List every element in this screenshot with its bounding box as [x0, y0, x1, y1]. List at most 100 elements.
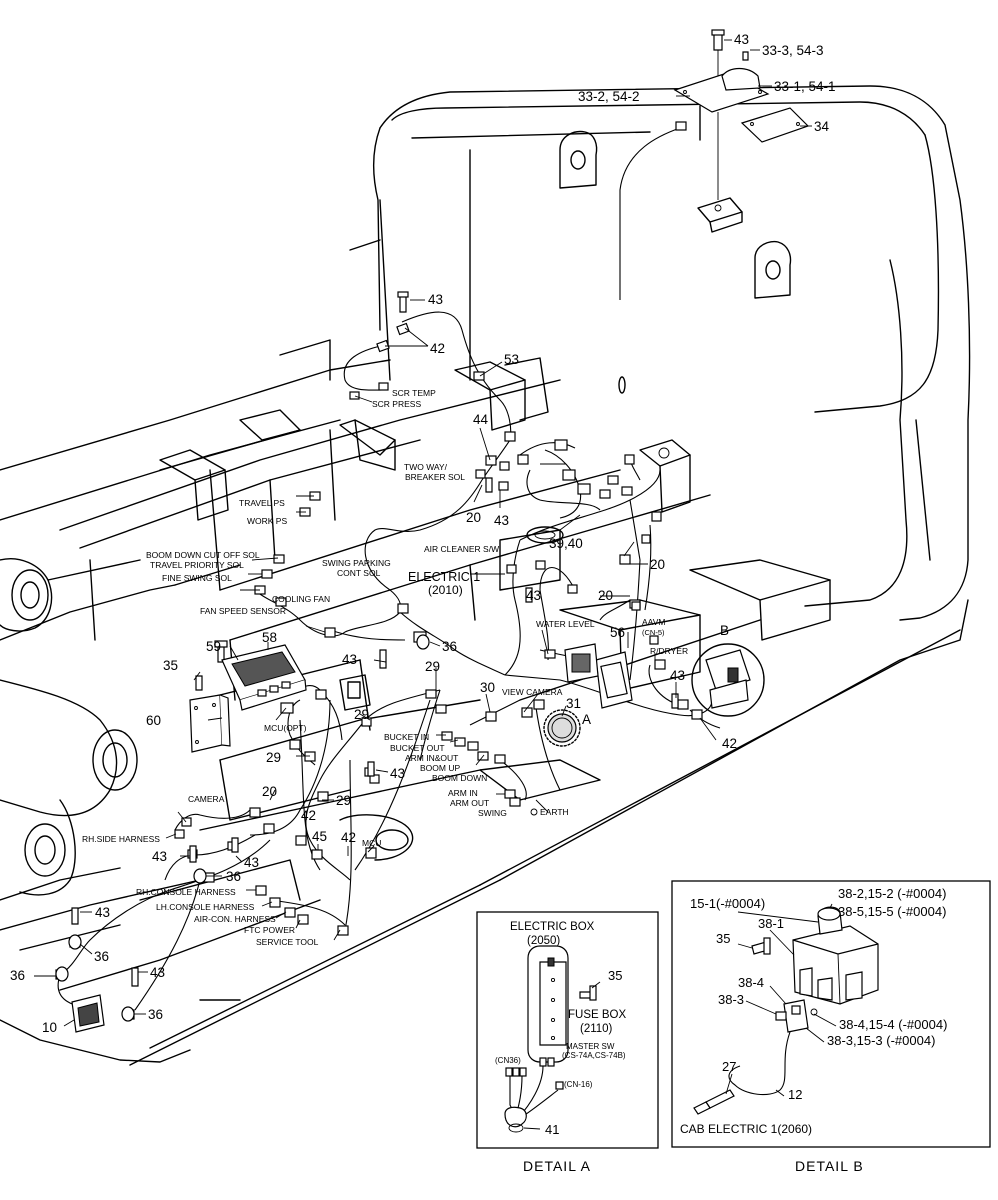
- label-rh-console-harness: RH.CONSOLE HARNESS: [136, 887, 236, 897]
- detail-a-circle: [543, 709, 581, 747]
- callout-43: 43: [734, 32, 749, 47]
- callout-53: 53: [504, 352, 519, 367]
- label-aavm-cn: (CN-5): [642, 628, 665, 637]
- detail-b-38-4: 38-4: [738, 975, 764, 990]
- callout-43: 43: [390, 766, 405, 781]
- callout-58: 58: [262, 630, 277, 645]
- label-detail-b-marker: B: [720, 623, 729, 638]
- roof-plate-assembly: [673, 50, 810, 200]
- label-lh-console-harness: LH.CONSOLE HARNESS: [156, 902, 255, 912]
- callout-39-40: 39,40: [549, 536, 583, 551]
- unit-56: [564, 643, 633, 709]
- label-scr-press: SCR PRESS: [372, 399, 421, 409]
- mcu-unit-58: [221, 644, 307, 711]
- callout-29: 29: [336, 793, 351, 808]
- label-swing: SWING: [478, 808, 507, 818]
- detail-b-callout-27: 27: [722, 1059, 736, 1074]
- upper-frame-structure: [0, 85, 971, 1066]
- callout-36: 36: [148, 1007, 163, 1022]
- callout-36: 36: [94, 949, 109, 964]
- detail-b-title: DETAIL B: [795, 1158, 864, 1174]
- label-two-way: TWO WAY/: [404, 462, 448, 472]
- unit-60: [189, 694, 231, 753]
- callout-29: 29: [425, 659, 440, 674]
- callout-36: 36: [226, 869, 241, 884]
- detail-a-electric-box-code: (2050): [527, 935, 560, 947]
- component-labels: SCR TEMP SCR PRESS TWO WAY/ BREAKER SOL …: [82, 388, 729, 947]
- callout-20: 20: [650, 557, 665, 572]
- callout-36: 36: [10, 968, 25, 983]
- label-boom-up: BOOM UP: [420, 763, 460, 773]
- callout-36: 36: [442, 639, 457, 654]
- detail-a-cn16: (CN-16): [564, 1080, 593, 1089]
- callout-44: 44: [473, 412, 489, 427]
- detail-b-15-1: 15-1(-#0004): [690, 896, 765, 911]
- detail-a-callout-41: 41: [545, 1122, 559, 1137]
- label-fan-speed-sensor: FAN SPEED SENSOR: [200, 606, 286, 616]
- label-air-cleaner-sw: AIR CLEANER S/W: [424, 544, 499, 554]
- detail-b-38-3b: 38-3,15-3 (-#0004): [827, 1033, 935, 1048]
- detail-b-38-2: 38-2,15-2 (-#0004): [838, 886, 946, 901]
- detail-a-electric-box: ELECTRIC BOX: [510, 921, 595, 933]
- label-earth: EARTH: [540, 807, 569, 817]
- clamps: [55, 634, 430, 1022]
- detail-a-cn36: (CN36): [495, 1056, 521, 1065]
- item-10-box: [71, 994, 105, 1033]
- callout-60: 60: [146, 713, 161, 728]
- callout-43: 43: [494, 513, 509, 528]
- detail-a-fuse-box: FUSE BOX: [568, 1009, 626, 1021]
- detail-b-panel: 15-1(-#0004) 38-1 38-2,15-2 (-#0004) 38-…: [671, 880, 991, 1148]
- item-31-tank: [547, 713, 577, 743]
- detail-a-master-sw-code: (CS-74A,CS-74B): [562, 1051, 626, 1060]
- callout-43: 43: [95, 905, 110, 920]
- callout-33-2: 33-2, 54-2: [578, 89, 640, 104]
- label-r-dryer: R/DRYER: [650, 646, 688, 656]
- label-rh-side-harness: RH.SIDE HARNESS: [82, 834, 160, 844]
- earth-icon: [530, 808, 538, 816]
- callout-30: 30: [480, 680, 495, 695]
- callout-43: 43: [428, 292, 443, 307]
- callout-33-3: 33-3, 54-3: [762, 43, 824, 58]
- label-swing-parking: SWING PARKING: [322, 558, 391, 568]
- leader-lines: [34, 39, 812, 1027]
- callout-29: 29: [266, 750, 281, 765]
- detail-a-title: DETAIL A: [523, 1158, 591, 1174]
- detail-a-master-sw: MASTER SW: [566, 1042, 615, 1051]
- callout-42: 42: [722, 736, 737, 751]
- detail-b-38-1: 38-1: [758, 916, 784, 931]
- bolts: [71, 29, 749, 987]
- callout-56: 56: [610, 625, 625, 640]
- label-service-tool: SERVICE TOOL: [256, 937, 319, 947]
- detail-b-cab-electric: CAB ELECTRIC 1(2060): [680, 1122, 812, 1136]
- callout-20: 20: [466, 510, 481, 525]
- callout-59: 59: [206, 639, 221, 654]
- detail-b-38-3: 38-3: [718, 992, 744, 1007]
- callout-45: 45: [312, 829, 327, 844]
- detail-a-panel: ELECTRIC BOX (2050) 35 FUSE BOX (2110) M…: [476, 911, 659, 1149]
- label-arm-in: ARM IN: [448, 788, 478, 798]
- callout-35: 35: [163, 658, 178, 673]
- label-mcu-opt: MCU(OPT): [264, 723, 307, 733]
- label-cooling-fan: COOLING FAN: [272, 594, 330, 604]
- callout-29: 29: [354, 707, 369, 722]
- callout-43: 43: [670, 668, 685, 683]
- callout-20: 20: [262, 784, 277, 799]
- label-travel-ps: TRAVEL PS: [239, 498, 285, 508]
- label-breaker-sol: BREAKER SOL: [405, 472, 465, 482]
- callout-43: 43: [152, 849, 167, 864]
- detail-b-circle: [691, 643, 765, 717]
- label-ftc-power: FTC POWER: [244, 925, 295, 935]
- label-boom-down-cut-off-sol: BOOM DOWN CUT OFF SOL: [146, 550, 260, 560]
- label-arm-out: ARM OUT: [450, 798, 489, 808]
- label-boom-down: BOOM DOWN: [432, 773, 487, 783]
- callout-42: 42: [430, 341, 445, 356]
- label-aavm: AAVM: [642, 617, 665, 627]
- label-air-con-harness: AIR-CON. HARNESS: [194, 914, 276, 924]
- detail-b-38-4b: 38-4,15-4 (-#0004): [839, 1017, 947, 1032]
- callout-31: 31: [566, 696, 581, 711]
- callout-43: 43: [244, 855, 259, 870]
- label-travel-priority-sol: TRAVEL PRIORITY SOL: [150, 560, 244, 570]
- callout-43: 43: [342, 652, 357, 667]
- callout-10: 10: [42, 1020, 57, 1035]
- label-arm-in-out: ARM IN&OUT: [405, 753, 458, 763]
